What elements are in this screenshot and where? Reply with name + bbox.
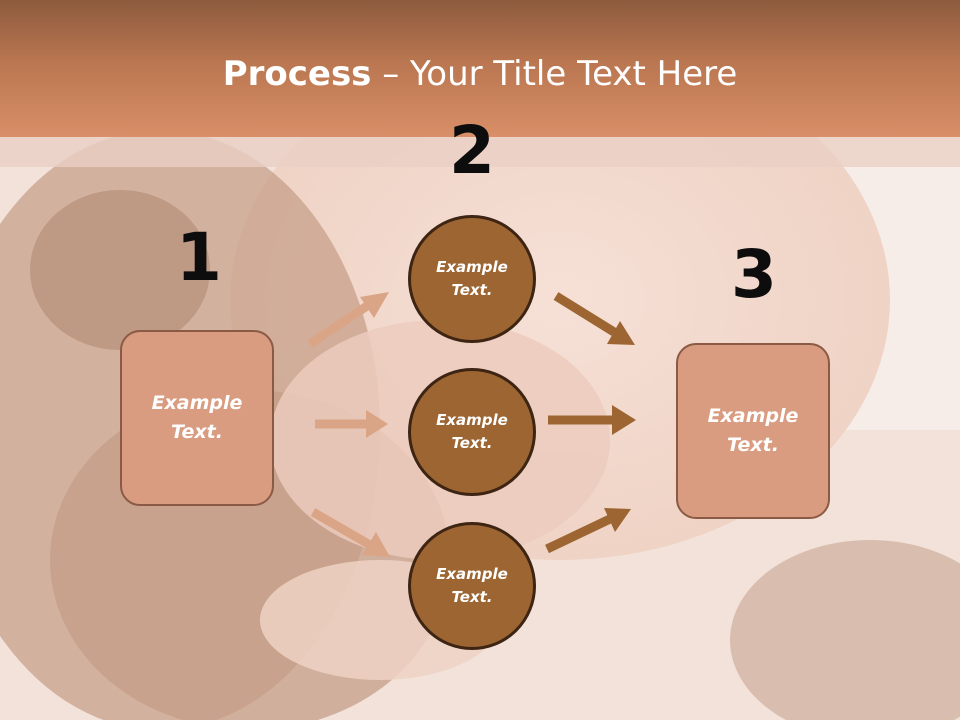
right-box: Example Text. [676,343,830,519]
title-bold: Process [222,54,372,94]
slide-title: Process – Your Title Text Here [0,52,960,96]
arrow-top-to-right [553,292,635,345]
circle-middle: Example Text. [408,368,536,496]
title-rest: – Your Title Text Here [371,54,738,94]
arrow-left-to-middle [315,410,388,438]
step-number-3: 3 [731,236,777,313]
circle-top: Example Text. [408,215,536,343]
circle-bottom: Example Text. [408,522,536,650]
arrow-left-to-bottom [310,508,390,557]
arrow-middle-to-right [548,405,636,435]
arrow-bottom-to-right [545,508,631,554]
left-box: Example Text. [120,330,274,506]
step-number-2: 2 [449,112,495,189]
step-number-1: 1 [176,219,222,296]
title-bar: Process – Your Title Text Here [0,0,960,137]
arrow-left-to-top [307,292,389,348]
